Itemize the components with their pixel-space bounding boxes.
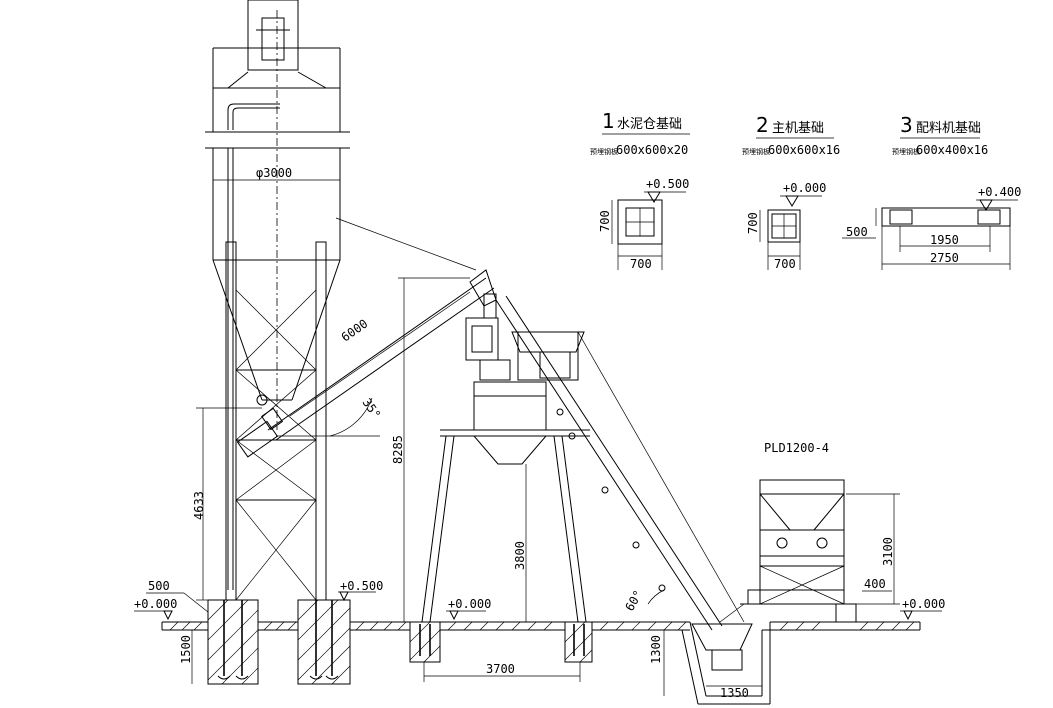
foundation-3-name: 配料机基础 [916,121,981,136]
foundation-2-spec: 600x600x16 [768,143,840,157]
conveyor-angle-label: 35° [360,396,384,422]
skip-hoist: 60° [495,295,745,631]
silo-base-width-label: 500 [148,579,170,593]
foundation-2-elevation: +0.000 [783,181,826,195]
foundation-3-spec-prefix: 预埋钢板 [892,147,920,156]
pit-depth-label: 1300 [649,635,663,664]
foundation-detail-3: 3 配料机基础 预埋钢板 600x400x16 +0.400 500 1950 … [842,113,1021,270]
hoist-angle-label: 60° [622,588,645,614]
foundation-3-number: 3 [900,113,913,137]
batcher: PLD1200-4 [719,441,857,623]
silo-height-label: 4633 [192,491,206,520]
mixer-foundations [409,621,593,663]
foundation-2-number: 2 [756,113,769,137]
silo-pit-depth-label: 1500 [179,635,193,664]
foundation-3-spec: 600x400x16 [916,143,988,157]
foundation-2-height: 700 [746,212,760,234]
screw-conveyor: 6000 35° [236,217,497,458]
foundation-detail-1: 1 水泥仓基础 预埋钢板 600x600x20 +0.500 700 700 [590,109,690,271]
ground-line [161,621,921,631]
mixer-leg-height-label: 3800 [513,541,527,570]
mixer-dimensions: 8285 3800 3700 +0.000 [391,277,581,682]
foundation-1-spec: 600x600x20 [616,143,688,157]
foundation-1-spec-prefix: 预埋钢板 [590,147,618,156]
mixer-base-span-label: 3700 [486,662,515,676]
cement-silo: φ3000 [205,0,350,601]
foundation-2-name: 主机基础 [772,121,824,136]
pit-width-label: 1350 [720,686,749,700]
foundation-3-elevation: +0.400 [978,185,1021,199]
batcher-base-height-label: 400 [864,577,886,591]
foundation-1-name: 水泥仓基础 [617,117,682,132]
foundation-1-height: 700 [598,210,612,232]
silo-left-elevation: +0.000 [134,597,177,611]
mixer-ground-elevation: +0.000 [448,597,491,611]
foundation-1-elevation: +0.500 [646,177,689,191]
foundation-1-width: 700 [630,257,652,271]
foundation-3-inner-width: 1950 [930,233,959,247]
conveyor-length-label: 6000 [339,316,371,344]
mixer-total-height-label: 8285 [391,435,405,464]
silo-diameter-label: φ3000 [256,166,292,180]
foundation-3-height: 500 [846,225,868,239]
batcher-dimensions: 3100 400 +0.000 [846,493,945,621]
foundation-2-width: 700 [774,257,796,271]
silo-right-elevation: +0.500 [340,579,383,593]
skip-pit: 1300 1350 [649,621,771,705]
foundation-detail-2: 2 主机基础 预埋钢板 600x600x16 +0.000 700 700 [742,113,840,271]
foundation-3-outer-width: 2750 [930,251,959,265]
foundation-2-spec-prefix: 预埋钢板 [742,147,770,156]
batcher-ground-elevation: +0.000 [902,597,945,611]
silo-foundations [207,599,351,685]
batcher-height-label: 3100 [881,537,895,566]
silo-dimensions: 4633 1500 500 +0.000 +0.500 [134,407,383,684]
foundation-1-number: 1 [602,109,615,133]
batcher-model-label: PLD1200-4 [764,441,829,455]
mixer-tower [421,293,590,623]
